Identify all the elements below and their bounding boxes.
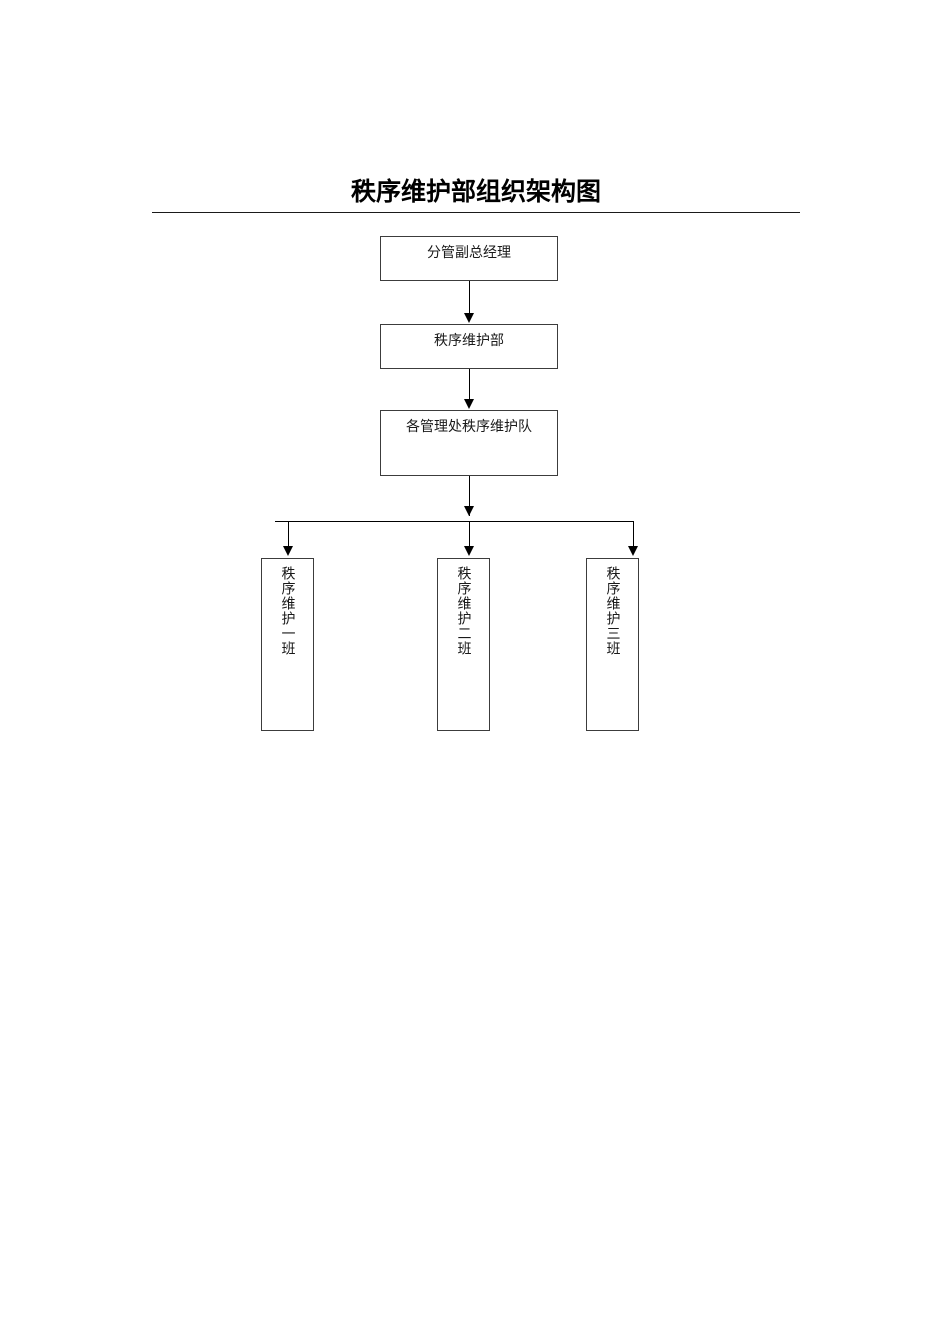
connector-line-vgm-to-dept [469,281,470,315]
connector-line-bus-to-shift-3 [633,521,634,548]
connector-line-bus-to-shift-2 [469,521,470,548]
org-node-deputy-general-manager[interactable]: 分管副总经理 [380,236,558,281]
org-node-label: 秩序维护一班 [279,566,296,656]
org-node-label: 各管理处秩序维护队 [406,419,532,435]
page-title: 秩序维护部组织架构图 [350,177,601,206]
connector-arrow-bus-to-shift-3 [628,546,638,556]
org-node-shift-3[interactable]: 秩序维护三班 [586,558,639,731]
connector-arrow-vgm-to-dept [464,313,474,323]
org-node-order-maintenance-department[interactable]: 秩序维护部 [380,324,558,369]
org-node-label: 秩序维护三班 [604,566,621,656]
connector-arrow-dept-to-team [464,399,474,409]
connector-line-bus-to-shift-1 [288,521,289,548]
connector-line-team-to-bus [469,476,470,516]
connector-arrow-bus-to-shift-1 [283,546,293,556]
connector-arrow-bus-to-shift-2 [464,546,474,556]
org-node-shift-1[interactable]: 秩序维护一班 [261,558,314,731]
connector-bus-horizontal [275,521,634,522]
org-node-label: 秩序维护二班 [455,566,472,656]
org-node-shift-2[interactable]: 秩序维护二班 [437,558,490,731]
org-node-label: 秩序维护部 [434,333,504,349]
title-divider [152,212,800,213]
org-node-management-office-team[interactable]: 各管理处秩序维护队 [380,410,558,476]
org-node-label: 分管副总经理 [427,245,511,261]
connector-arrow-team-to-bus [464,506,474,516]
connector-line-dept-to-team [469,369,470,401]
